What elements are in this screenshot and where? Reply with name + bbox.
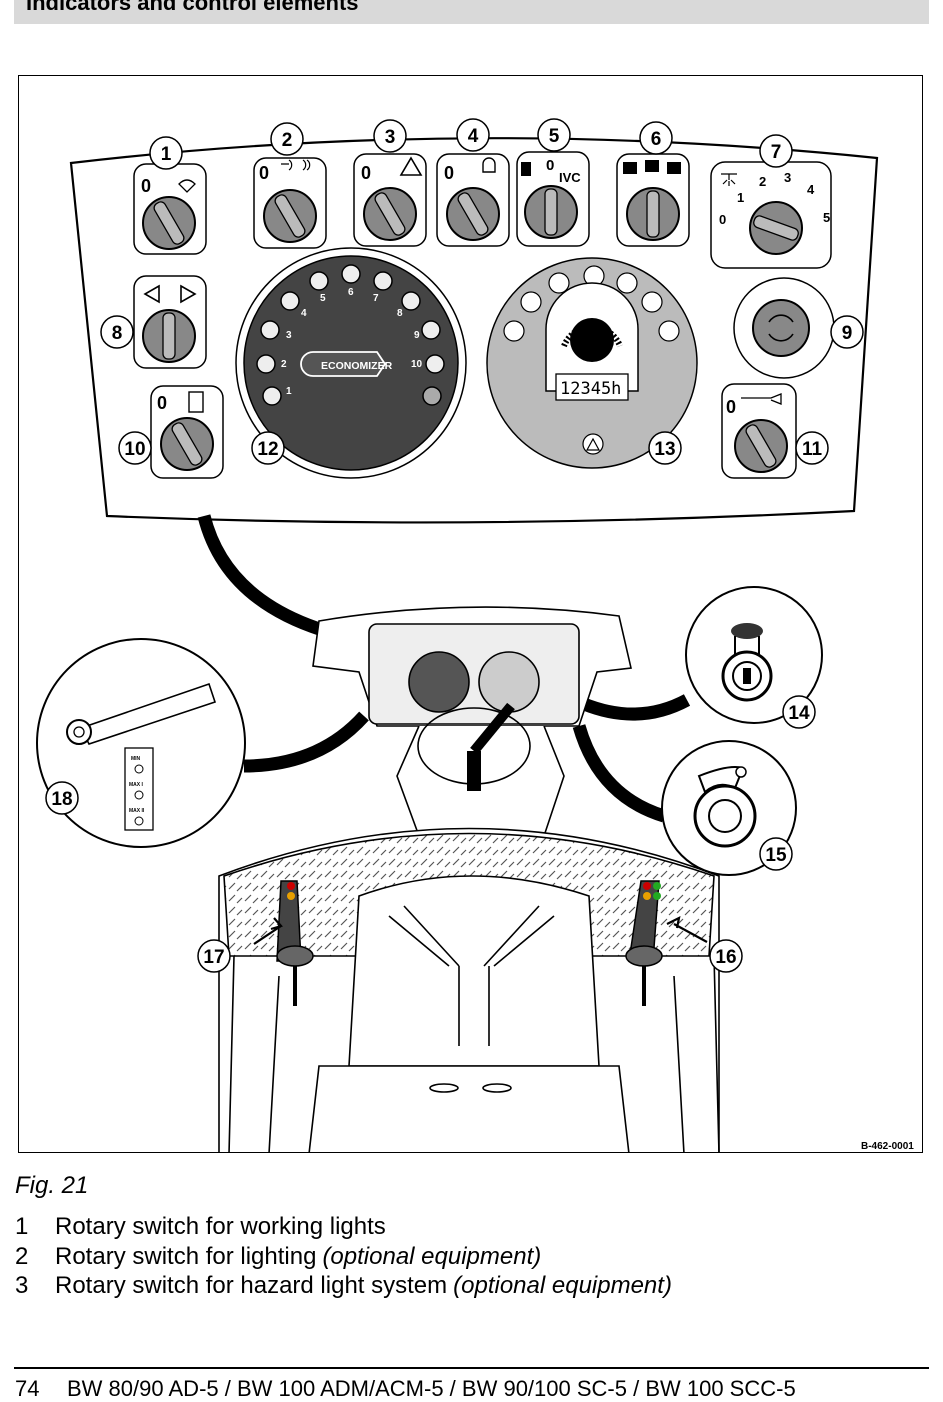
svg-text:8: 8 — [112, 323, 123, 344]
svg-text:2: 2 — [282, 130, 293, 151]
svg-text:4: 4 — [807, 182, 815, 197]
svg-text:1: 1 — [737, 190, 744, 205]
svg-text:2: 2 — [759, 174, 766, 189]
svg-text:0: 0 — [546, 157, 554, 174]
joystick-left — [276, 880, 314, 1006]
svg-text:12345h: 12345h — [560, 379, 621, 399]
svg-text:MIN: MIN — [131, 756, 141, 762]
economizer-gauge: 1 2 3 4 5 6 7 8 9 10 ECONOMIZER — [235, 247, 467, 479]
legend-text: Rotary switch for lighting — [55, 1242, 317, 1270]
callout-numbers: 1 2 3 4 5 6 7 8 9 10 11 12 13 14 15 16 1… — [51, 126, 852, 968]
svg-text:0: 0 — [719, 212, 726, 227]
svg-text:6: 6 — [348, 287, 354, 298]
model-list: BW 80/90 AD-5 / BW 100 ADM/ACM-5 / BW 90… — [67, 1376, 796, 1401]
switch-module-1: 0 — [133, 163, 207, 255]
svg-text:10: 10 — [124, 439, 145, 460]
svg-text:0: 0 — [726, 397, 736, 417]
switch-module-5: 0 IVC — [516, 151, 590, 247]
svg-text:0: 0 — [361, 163, 371, 183]
svg-text:5: 5 — [823, 210, 830, 225]
legend-number: 2 — [15, 1242, 29, 1270]
svg-text:12: 12 — [257, 439, 278, 460]
footer-divider — [14, 1367, 929, 1369]
svg-text:MAX II: MAX II — [129, 808, 145, 814]
cockpit-overview — [218, 606, 720, 1152]
svg-text:13: 13 — [654, 439, 675, 460]
socket-detail — [661, 740, 797, 876]
svg-text:0: 0 — [157, 393, 167, 413]
leader-18 — [243, 711, 369, 773]
svg-text:1: 1 — [161, 144, 172, 165]
svg-text:7: 7 — [771, 142, 782, 163]
svg-text:11: 11 — [802, 439, 823, 460]
svg-text:10: 10 — [411, 359, 423, 370]
svg-text:18: 18 — [51, 789, 72, 810]
legend-item: 1 Rotary switch for working lights — [15, 1212, 672, 1242]
figure-caption: Fig. 21 — [15, 1172, 89, 1199]
legend-note: (optional equipment) — [453, 1272, 672, 1299]
svg-text:2: 2 — [281, 359, 287, 370]
svg-text:15: 15 — [765, 845, 787, 866]
svg-text:8: 8 — [397, 308, 403, 319]
page-footer: 74 BW 80/90 AD-5 / BW 100 ADM/ACM-5 / BW … — [15, 1376, 796, 1402]
svg-text:3: 3 — [286, 330, 292, 341]
figure-illustration: 0 0 0 0 0 IVC — [18, 75, 923, 1153]
svg-text:5: 5 — [320, 293, 326, 304]
svg-text:14: 14 — [788, 703, 810, 724]
svg-text:16: 16 — [715, 947, 736, 968]
svg-text:1: 1 — [286, 386, 292, 397]
svg-text:3: 3 — [385, 127, 396, 148]
legend-item: 2 Rotary switch for lighting (optional e… — [15, 1242, 672, 1272]
legend-text: Rotary switch for working lights — [55, 1213, 386, 1240]
page-number: 74 — [15, 1376, 40, 1401]
legend-note: (optional equipment) — [322, 1242, 542, 1270]
switch-module-4: 0 — [436, 153, 510, 247]
svg-text:0: 0 — [444, 163, 454, 183]
svg-text:7: 7 — [373, 293, 379, 304]
rotary-button-9 — [733, 277, 835, 379]
switch-module-11: 0 — [721, 383, 797, 479]
switch-module-6 — [616, 153, 690, 247]
callout-markers — [45, 118, 864, 973]
throttle-lever-detail: MIN MAX I MAX II — [36, 638, 246, 848]
switch-module-2: 0 — [253, 157, 327, 249]
svg-text:4: 4 — [468, 126, 479, 147]
arrow-17 — [253, 917, 283, 945]
water-spray-selector-7: 0 1 2 3 4 5 — [710, 161, 832, 269]
section-header: Indicators and control elements — [14, 0, 929, 24]
switch-module-3: 0 — [353, 153, 427, 247]
leader-14 — [581, 694, 691, 721]
svg-text:5: 5 — [549, 126, 560, 147]
svg-text:4: 4 — [301, 308, 307, 319]
svg-text:17: 17 — [203, 947, 224, 968]
svg-text:MAX I: MAX I — [129, 782, 144, 788]
monitoring-display: 12345h — [486, 257, 698, 469]
leader-15 — [572, 724, 667, 823]
figure-ref-code: B-462-0001 — [861, 1141, 914, 1152]
legend-list: 1 Rotary switch for working lights 2 Rot… — [15, 1212, 672, 1301]
legend-item: 3 Rotary switch for hazard light system … — [15, 1271, 672, 1301]
arrow-16 — [666, 916, 708, 943]
svg-text:IVC: IVC — [559, 170, 581, 185]
svg-text:0: 0 — [141, 176, 151, 196]
svg-text:3: 3 — [784, 170, 791, 185]
legend-text: Rotary switch for hazard light system — [55, 1272, 448, 1299]
svg-text:ECONOMIZER: ECONOMIZER — [321, 360, 393, 372]
section-title: Indicators and control elements — [26, 0, 359, 15]
joystick-right — [625, 880, 663, 1006]
legend-number: 1 — [15, 1213, 29, 1240]
svg-text:9: 9 — [414, 330, 420, 341]
economizer-leds — [256, 264, 445, 406]
switch-module-8 — [133, 275, 207, 369]
svg-text:9: 9 — [842, 323, 853, 344]
dashboard-drawing: 0 0 0 0 0 IVC — [36, 118, 914, 1152]
switch-module-10: 0 — [150, 385, 224, 479]
svg-text:0: 0 — [259, 163, 269, 183]
ignition-switch-detail — [685, 586, 823, 724]
legend-number: 3 — [15, 1272, 29, 1299]
svg-text:6: 6 — [651, 129, 662, 150]
